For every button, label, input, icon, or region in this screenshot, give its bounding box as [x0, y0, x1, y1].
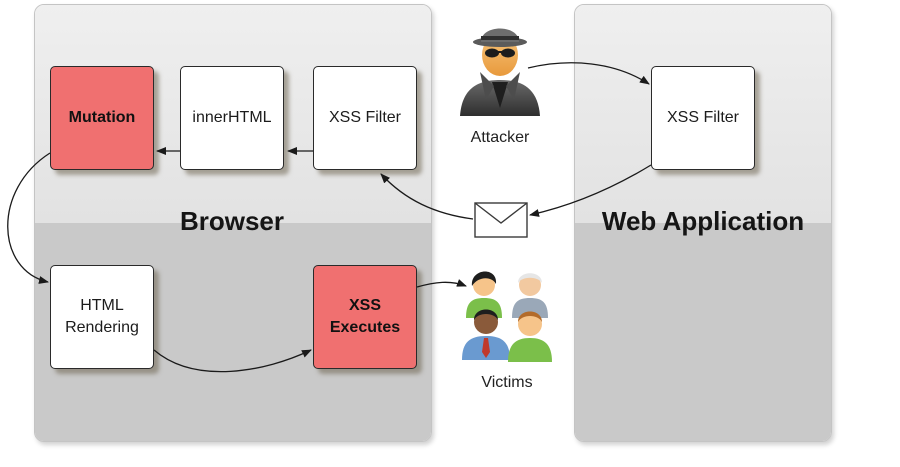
browser-xss-filter-box: XSS Filter	[313, 66, 417, 170]
web-application-title: Web Application	[601, 206, 805, 236]
attacker-label: Attacker	[470, 129, 530, 146]
innerhtml-box: innerHTML	[180, 66, 284, 170]
arrow-attacker-to-webapp-filter	[527, 62, 650, 85]
arrow-mutation-to-rendering	[7, 152, 51, 284]
browser-title: Browser	[179, 206, 285, 236]
browser-panel	[34, 4, 432, 442]
arrow-webapp-filter-to-envelope	[529, 164, 652, 217]
webapp-xss-filter-box: XSS Filter	[651, 66, 755, 170]
envelope-icon	[474, 202, 528, 238]
arrow-executes-to-victims	[416, 279, 467, 288]
web-application-panel-bottom	[575, 223, 831, 441]
spy-icon	[460, 28, 540, 116]
people-group-icon	[462, 271, 552, 362]
victims-label: Victims	[481, 374, 533, 391]
mutation-box: Mutation	[50, 66, 154, 170]
arrow-envelope-to-browser-filter	[380, 173, 474, 220]
html-rendering-box: HTML Rendering	[50, 265, 154, 369]
xss-executes-box: XSS Executes	[313, 265, 417, 369]
arrow-rendering-to-executes	[153, 349, 312, 373]
